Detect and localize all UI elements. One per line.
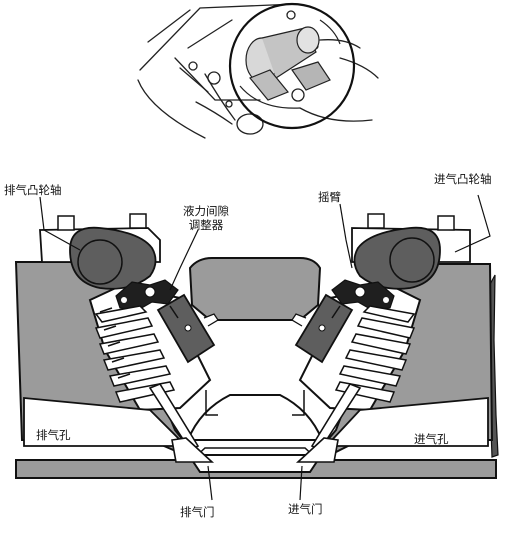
intake-camshaft-lobe [353,226,441,290]
combustion-chamber [186,394,324,441]
label-hydraulic-adjuster-2: 调整器 [188,218,224,232]
label-rocker-arm: 摇臂 [318,190,341,204]
central-boss [188,257,322,321]
intake-hydraulic-adjuster [291,293,354,364]
label-exhaust-valve: 排气门 [180,505,215,519]
head-gasket-plate [15,459,497,479]
label-exhaust-camshaft: 排气凸轮轴 [4,183,62,197]
leader-lines [39,194,491,501]
inset-camshaft-detail [239,19,341,109]
inset-magnifier-circle [228,2,356,130]
exhaust-valve-spring [94,305,176,403]
exhaust-hydraulic-adjuster [156,293,219,364]
label-hydraulic-adjuster-1: 液力间隙 [183,204,229,218]
label-intake-valve: 进气门 [288,502,323,516]
intake-valve-stem [295,383,362,463]
intake-valve-spring [334,305,416,403]
exhaust-camshaft-lobe [69,226,157,290]
label-intake-port: 进气孔 [414,432,449,446]
exhaust-valve-stem [148,383,215,463]
inset-engine-sketch [137,3,379,139]
label-intake-camshaft: 进气凸轮轴 [434,172,492,186]
label-exhaust-port: 排气孔 [36,428,71,442]
